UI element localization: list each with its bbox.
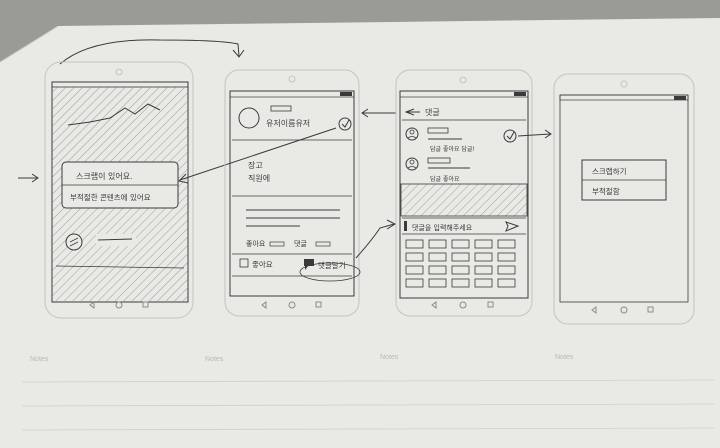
menu-item-scrap[interactable]: 스크랩하기 [592,166,627,176]
like-count: 좋아요 [246,239,266,248]
phone-4-wireframe [553,73,695,325]
comment-item-2: 답글 좋아요 [405,157,470,183]
user-name: 유저이름유저 [266,118,310,128]
comment-button[interactable]: 댓글달기 [299,259,361,282]
post-text-line2: 직원에 [248,173,270,183]
keyboard-key [428,239,447,249]
keyboard-key [497,239,516,249]
keyboard-key [497,278,516,288]
back-arrow-icon[interactable] [404,108,420,116]
comment-button-label: 댓글달기 [318,260,346,270]
post-text-line1: 장고 [248,160,263,170]
keyboard-key [474,278,493,288]
keyboard-key [451,239,470,249]
keyboard-key [428,265,447,275]
menu-item-report[interactable]: 부적절함 [592,186,620,196]
like-button-label: 좋아요 [252,259,273,269]
avatar [238,107,260,129]
keyboard-key [497,265,516,275]
comment-item-1: 답글 좋아요 답글! [405,127,475,153]
arrow-to-popup [178,127,337,184]
speech-bubble-icon [304,259,314,270]
check-icon[interactable] [503,129,517,143]
phone-2-counts: 좋아요 댓글 [246,239,331,248]
phone-2-body: 장고 직원에 [248,160,270,183]
reply-action-1[interactable]: 답글 좋아요 답글! [430,145,475,153]
arrow-to-comments [355,219,397,259]
phone-1-popup[interactable]: 스크랩이 있어요. 부적절한 콘텐츠에 있어요 [61,161,179,209]
phone-2-wireframe [224,69,360,317]
page-title: 댓글 [425,107,440,117]
popup-option-scrap[interactable]: 스크랩이 있어요. [76,171,133,181]
comment-count: 댓글 [294,239,307,248]
arrow-to-menu [517,129,552,139]
comment-check[interactable] [503,129,517,143]
notes-label-1: Notes [30,356,49,363]
keyboard-key [451,265,470,275]
comment-input-placeholder: 댓글을 입력해주세요 [412,223,473,232]
avatar [405,127,419,141]
notes-label-4: Notes [555,354,574,361]
like-button[interactable]: 좋아요 [239,258,273,269]
comment-input[interactable]: 댓글을 입력해주세요 [404,221,520,232]
keyboard-key [405,278,424,288]
arrow-back-to-post [361,108,396,118]
keyboard-key [474,239,493,249]
avatar [405,157,419,171]
top-flow-arrow [59,39,245,65]
keyboard-key [405,265,424,275]
keyboard-key [474,265,493,275]
keyboard-key [428,252,447,262]
notes-label-2: Notes [205,356,224,363]
reply-action-2[interactable]: 답글 좋아요 [430,175,460,183]
keyboard-key [405,239,424,249]
notes-label-3: Notes [380,354,399,361]
phone-1-profile [65,233,136,251]
keyboard-key [474,252,493,262]
phone-3-wireframe [395,69,533,317]
keyboard-key [451,252,470,262]
send-icon[interactable] [505,221,520,232]
check-icon[interactable] [338,117,352,131]
phone-3-header: 댓글 [404,107,440,117]
left-entry-arrow [18,173,39,183]
notes-lines [21,379,716,431]
popup-option-report[interactable]: 부적절한 콘텐츠에 있어요 [70,192,151,202]
phone-2-header: 유저이름유저 [238,105,352,131]
keyboard-key [451,278,470,288]
keyboard [405,239,516,288]
phone-4-menu: 스크랩하기 부적절함 [581,159,667,201]
keyboard-key [497,252,516,262]
keyboard-key [405,252,424,262]
keyboard-key [428,278,447,288]
